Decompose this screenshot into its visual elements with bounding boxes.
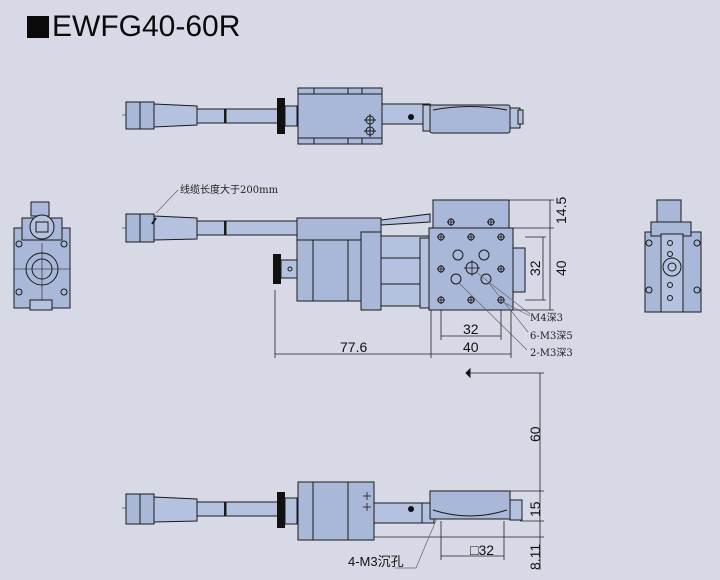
cable-length-note: 线缆长度大于200mm xyxy=(180,183,279,196)
top-view xyxy=(122,87,524,145)
dim-square-32: □32 xyxy=(470,542,494,558)
stage-top-plate xyxy=(432,199,510,229)
title-square-icon xyxy=(27,16,49,38)
knob xyxy=(277,98,285,134)
dim-bottom-inner: 32 xyxy=(463,321,479,337)
dim-travel-height: 60 xyxy=(527,426,543,442)
m3-counterbore-label: 4-M3沉孔 xyxy=(348,554,404,569)
dim-outer-width: 40 xyxy=(553,260,569,276)
m4-depth-label: M4深3 xyxy=(530,312,563,324)
m3-2-depth-label: 2-M3深3 xyxy=(530,347,573,359)
dim-bottom-outer: 40 xyxy=(463,339,479,355)
title-text: EWFG40-60R xyxy=(52,10,241,43)
dim-top-height: 14.5 xyxy=(553,197,569,224)
right-end-view xyxy=(644,199,702,313)
knob-front xyxy=(273,254,281,284)
left-end-view xyxy=(13,201,71,311)
stage-top xyxy=(429,104,511,134)
dim-inner-width: 32 xyxy=(527,260,543,276)
connector-plug-front xyxy=(125,213,141,243)
stage-side xyxy=(429,490,511,520)
dim-motor-length: 77.6 xyxy=(340,339,367,355)
dim-stage-height: 15 xyxy=(527,501,543,517)
side-view xyxy=(122,367,544,570)
cable xyxy=(196,108,226,124)
motor-body-side xyxy=(297,481,375,541)
connector-plug xyxy=(125,101,141,130)
page-title: EWFG40-60R xyxy=(27,10,240,44)
front-view xyxy=(122,189,554,358)
m3-6-depth-label: 6-M3深5 xyxy=(530,330,573,342)
motor-body-front xyxy=(296,239,362,302)
dim-base-offset: 8.11 xyxy=(527,544,543,570)
